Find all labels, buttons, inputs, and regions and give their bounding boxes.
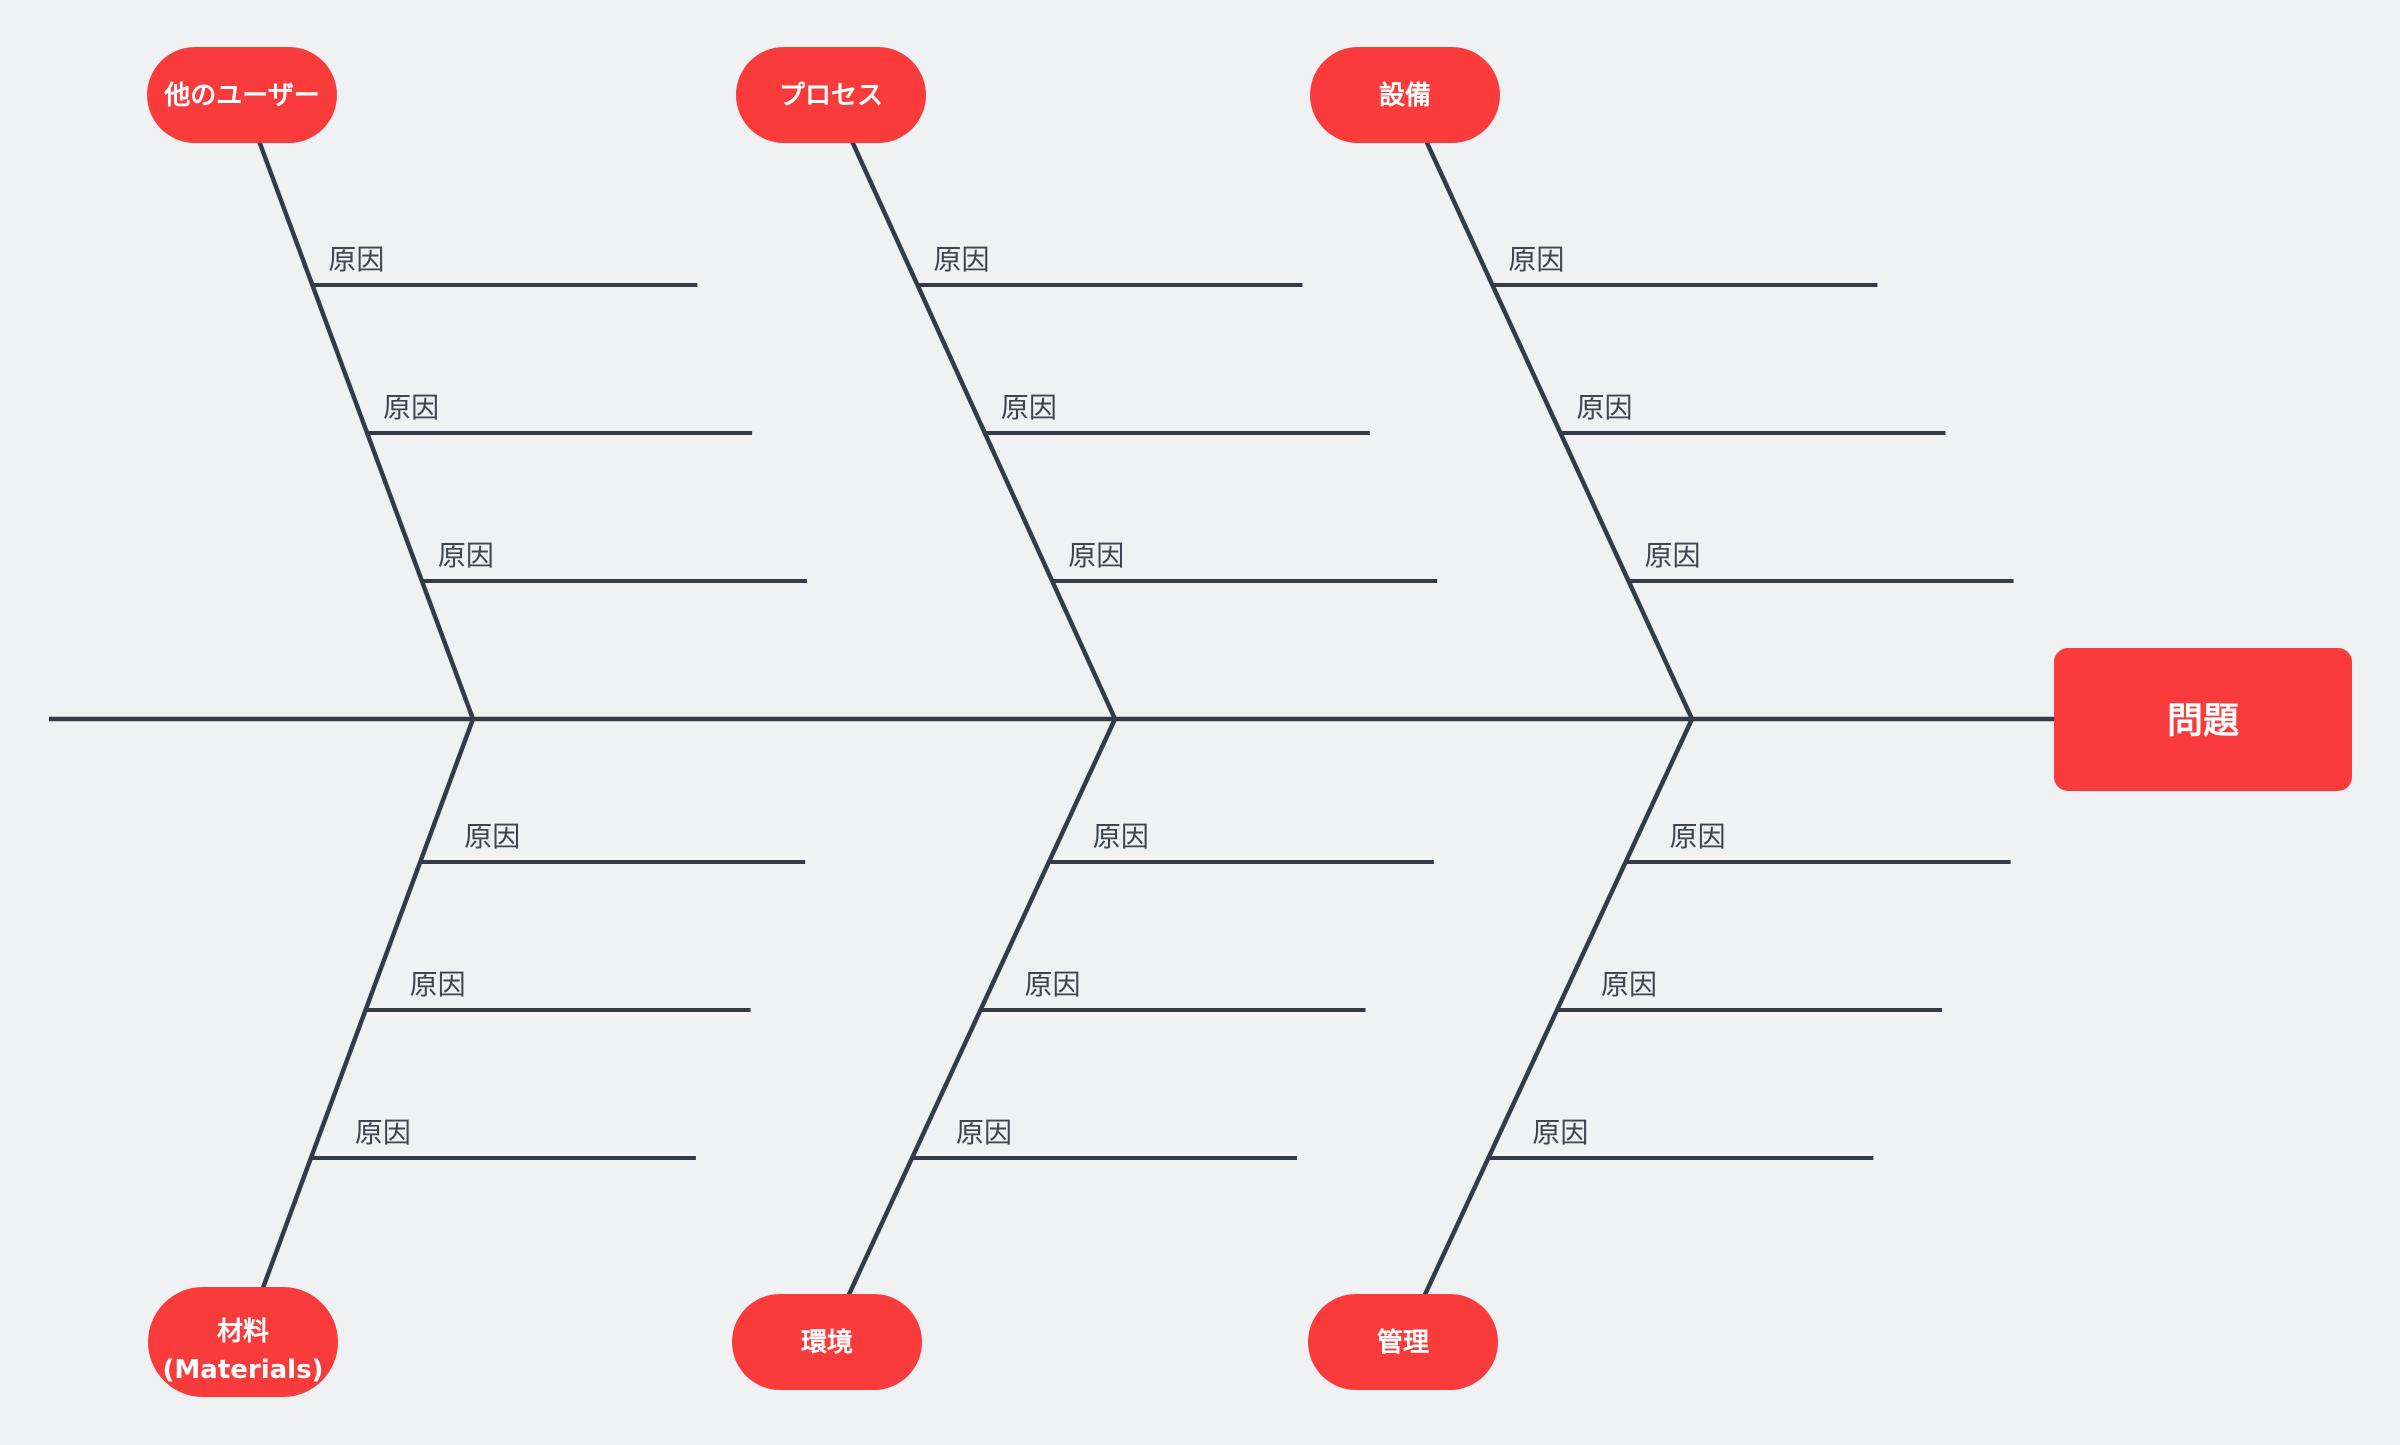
category-pill-label: 材料 bbox=[217, 1317, 269, 1347]
problem-label: 問題 bbox=[2167, 701, 2239, 742]
cause-label[interactable]: 原因 bbox=[1001, 391, 1057, 424]
cause-label[interactable]: 原因 bbox=[438, 539, 494, 572]
cause-label[interactable]: 原因 bbox=[355, 1116, 411, 1149]
category-pill-label: 管理 bbox=[1377, 1328, 1429, 1358]
category-pill-label: 環境 bbox=[801, 1327, 853, 1358]
branch-bone-line bbox=[824, 718, 1118, 1343]
cause-label[interactable]: 原因 bbox=[1093, 820, 1149, 853]
category-pill-label: (Materials) bbox=[163, 1355, 324, 1385]
cause-label[interactable]: 原因 bbox=[1024, 968, 1080, 1001]
category-pill-environment[interactable] bbox=[732, 1294, 922, 1390]
cause-label[interactable]: 原因 bbox=[1508, 243, 1564, 276]
cause-label[interactable]: 原因 bbox=[1601, 968, 1657, 1001]
problem-box[interactable] bbox=[2054, 648, 2352, 791]
cause-label[interactable]: 原因 bbox=[464, 820, 520, 853]
cause-label[interactable]: 原因 bbox=[933, 243, 989, 276]
cause-label[interactable]: 原因 bbox=[1670, 820, 1726, 853]
category-pill-management[interactable] bbox=[1308, 1294, 1498, 1390]
category-pill-other-users[interactable] bbox=[147, 47, 337, 143]
cause-label[interactable]: 原因 bbox=[1068, 539, 1124, 572]
category-pill-label: 他のユーザー bbox=[163, 81, 319, 111]
cause-label[interactable]: 原因 bbox=[1576, 391, 1632, 424]
cause-label[interactable]: 原因 bbox=[1532, 1116, 1588, 1149]
problem-node[interactable]: 問題 bbox=[2054, 648, 2352, 791]
cause-label[interactable]: 原因 bbox=[328, 243, 384, 276]
branch-bone-line bbox=[239, 94, 476, 720]
branch-bone-line bbox=[1402, 94, 1695, 720]
category-pill-process[interactable] bbox=[736, 47, 926, 143]
category-pill-label: プロセス bbox=[779, 81, 883, 111]
branch-bone-line bbox=[1400, 718, 1695, 1343]
category-pill-materials[interactable] bbox=[148, 1287, 338, 1397]
cause-label[interactable]: 原因 bbox=[956, 1116, 1012, 1149]
cause-label[interactable]: 原因 bbox=[383, 391, 439, 424]
category-pill-label: 設備 bbox=[1379, 80, 1431, 111]
branch-bone-line bbox=[240, 718, 476, 1343]
category-pill-equipment[interactable] bbox=[1310, 47, 1500, 143]
cause-label[interactable]: 原因 bbox=[410, 968, 466, 1001]
branch-bone-line bbox=[828, 94, 1118, 720]
cause-label[interactable]: 原因 bbox=[1645, 539, 1701, 572]
